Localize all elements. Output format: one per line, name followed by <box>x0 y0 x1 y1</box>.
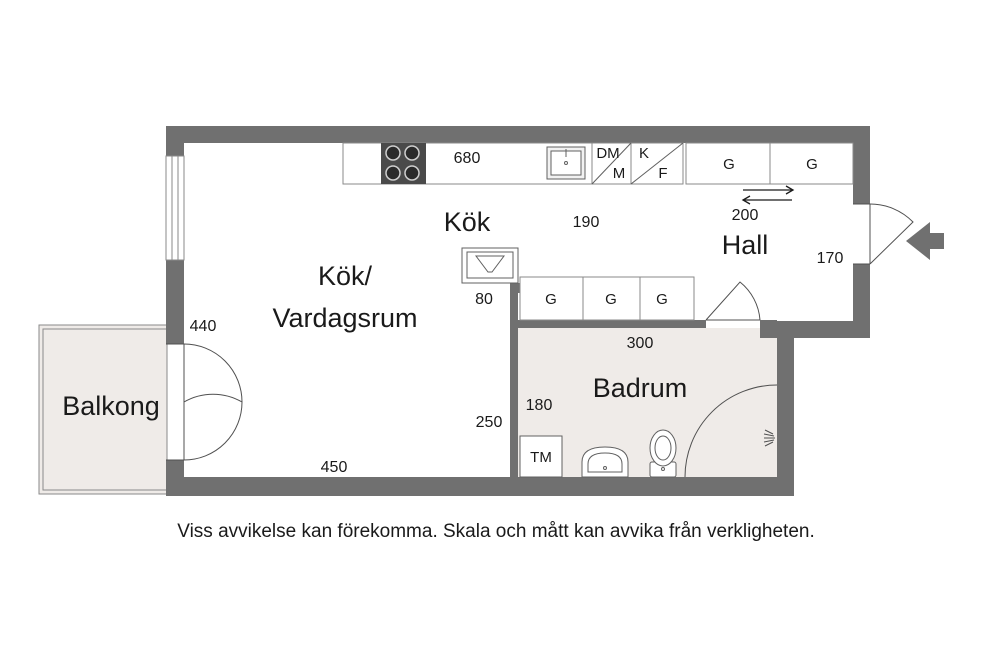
washbasin-icon <box>581 446 629 478</box>
hall-wardrobes <box>685 142 854 185</box>
fixture-m: M <box>613 165 626 182</box>
dim-hall-width: 200 <box>732 207 759 224</box>
stair-direction-arrows <box>741 185 795 205</box>
appliance-diagonals <box>591 142 684 185</box>
bath-wardrobes <box>519 276 695 321</box>
washing-machine-box <box>519 435 563 478</box>
balcony <box>38 324 168 495</box>
balcony-door <box>166 343 243 461</box>
dim-bath-side: 250 <box>476 414 503 431</box>
dim-kitchen-counter: 680 <box>454 150 481 167</box>
fixture-g-hall-1: G <box>723 156 735 173</box>
bathroom-door <box>705 281 761 321</box>
stove-icon <box>381 143 426 184</box>
entrance-arrow-icon <box>906 222 944 260</box>
dim-hall-height: 170 <box>817 250 844 267</box>
dim-column: 80 <box>475 291 493 308</box>
fixture-dm: DM <box>596 145 619 162</box>
room-label-hall: Hall <box>722 230 769 260</box>
dim-bath-height: 180 <box>526 397 553 414</box>
kitchen-counter <box>342 142 684 185</box>
toilet-icon <box>649 429 677 478</box>
fixture-f: F <box>658 165 667 182</box>
room-label-badrum: Badrum <box>593 373 688 403</box>
room-label-kok: Kök <box>444 207 491 237</box>
dim-living-height: 440 <box>190 318 217 335</box>
room-label-kok-vardagsrum-2: Vardagsrum <box>272 303 417 333</box>
dim-bath-width: 300 <box>627 335 654 352</box>
fixture-g-bath-2: G <box>605 291 617 308</box>
room-label-balkong: Balkong <box>62 391 160 421</box>
dim-kok-width: 190 <box>573 214 600 231</box>
disclaimer-text: Viss avvikelse kan förekomma. Skala och … <box>177 521 815 542</box>
room-label-kok-vardagsrum-1: Kök/ <box>318 261 373 291</box>
dim-living-width: 450 <box>321 459 348 476</box>
entrance-door <box>853 203 914 265</box>
ventilation-hood <box>461 247 519 284</box>
walls <box>166 126 870 496</box>
fixture-tm: TM <box>530 449 552 466</box>
left-window <box>165 155 185 261</box>
fixture-g-bath-3: G <box>656 291 668 308</box>
kitchen-sink-icon <box>546 146 586 180</box>
fixture-g-hall-2: G <box>806 156 818 173</box>
fixture-g-bath-1: G <box>545 291 557 308</box>
fixture-k: K <box>639 145 649 162</box>
shower <box>684 384 778 478</box>
shower-head-icon <box>763 429 775 447</box>
